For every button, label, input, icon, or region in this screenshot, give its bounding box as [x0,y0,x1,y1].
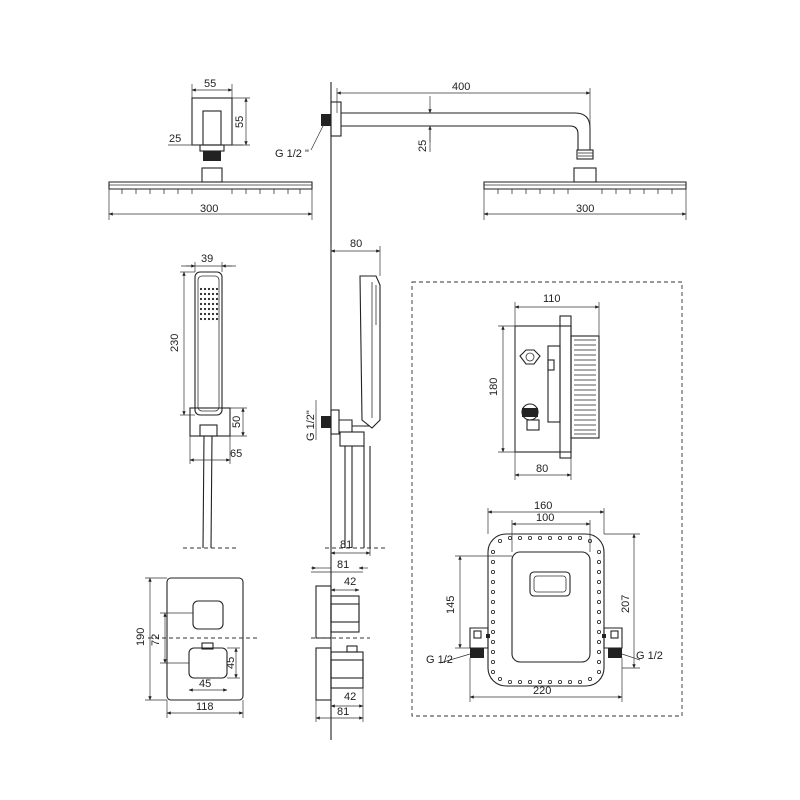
shower-arm-side-view [310,88,687,220]
arm-drop-label: 25 [417,140,429,152]
box-width-top-label: 110 [543,293,561,305]
plate-width-label: 55 [204,78,216,90]
hand-shower-side-view [315,246,388,556]
holder-height-label: 50 [231,416,243,428]
front-height-145-label: 145 [445,596,457,614]
arm-length-label: 400 [452,81,470,93]
screw-hole-ring [490,536,602,685]
knob-size-label: 45 [225,657,237,669]
hand-thread-label: G 1/2" [305,410,317,441]
shower-head-front-view [108,84,313,220]
nozzle-row-right [497,189,673,194]
front-total-width-label: 220 [533,685,551,697]
neck-label: 25 [169,133,181,145]
concealed-body-frame [411,281,683,717]
plate-height-label-2: 190 [135,628,147,646]
mixer-depth-bottom-label: 81 [337,706,349,718]
knob-width-label: 45 [199,678,211,690]
head-width-right-label: 300 [576,203,594,215]
hand-shower-front-view [180,262,247,549]
front-height-207-label: 207 [620,595,632,613]
hand-width-label: 39 [201,253,213,265]
hand-depth-label: 81 [340,539,352,551]
mixer-side-view [311,566,370,722]
box-height-label: 180 [488,378,500,396]
hand-length-label: 230 [169,334,181,352]
front-thread-right-label: G 1/2 [636,650,663,662]
holder-offset-label: 80 [350,238,362,250]
plate-height-label: 55 [234,116,246,128]
hatch [574,339,596,435]
concealed-body-front-view [439,508,641,702]
mixer-depth-top-label: 81 [337,559,349,571]
head-thread-label: G 1/2 " [275,148,309,160]
front-inner-width-label: 100 [536,512,554,524]
box-width-bottom-label: 80 [536,463,548,475]
knob-depth-bottom-label: 42 [344,691,356,703]
head-width-left-label: 300 [200,203,218,215]
front-thread-left-label: G 1/2 [426,654,453,666]
plate-width-label-2: 118 [196,701,214,713]
nozzle-row-left [121,189,301,194]
front-outer-width-label: 160 [534,500,552,512]
knob-spacing-label: 72 [150,634,162,646]
mixer-plate-front-view [145,577,258,718]
spray-dot-grid [199,287,219,321]
knob-depth-top-label: 42 [344,576,356,588]
concealed-body-side-view [498,302,600,480]
holder-width-label: 65 [230,448,242,460]
